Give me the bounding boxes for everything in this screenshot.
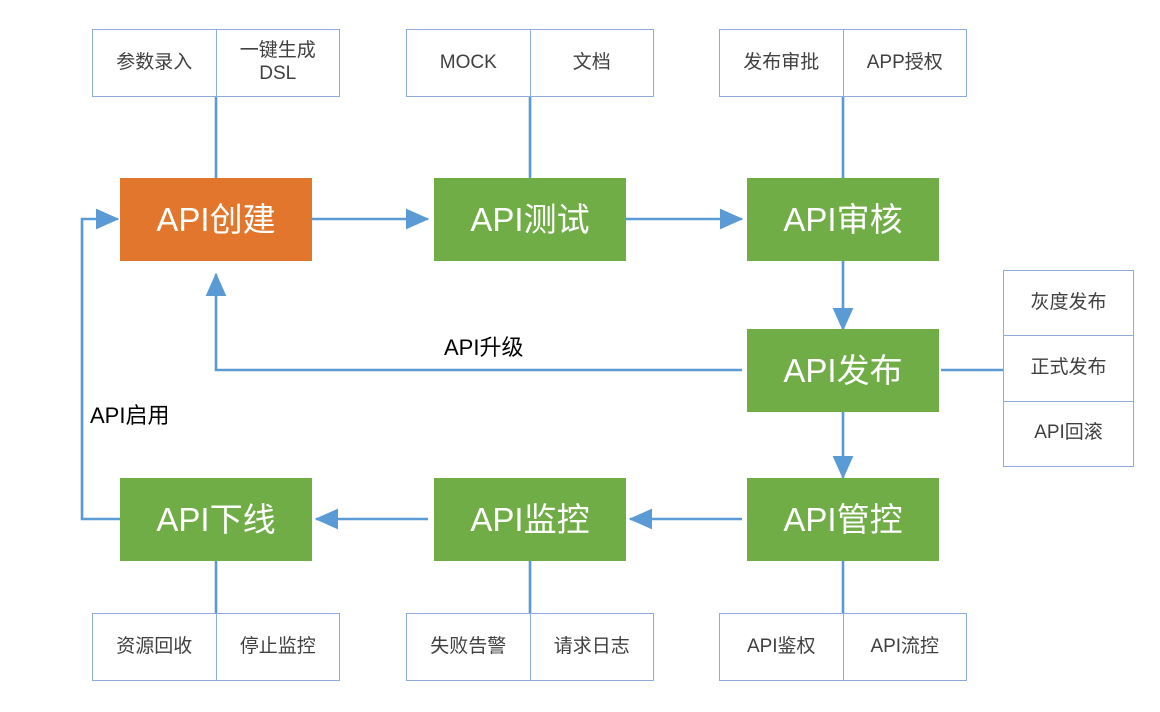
attr-cell[interactable]: APP授权	[842, 30, 967, 96]
attr-cell[interactable]: 参数录入	[116, 51, 193, 73]
attr-cell[interactable]: API流控	[842, 614, 967, 680]
attrgroup-create-top: 参数录入 一键生成 DSL	[92, 29, 340, 97]
edge-label-api-upgrade: API升级	[444, 335, 524, 360]
attr-cell[interactable]: 请求日志	[529, 614, 654, 680]
stage-api-test[interactable]: API测试	[434, 178, 626, 261]
stage-label: API管控	[783, 501, 903, 538]
attrgroup-publish-right: 灰度发布 正式发布 API回滚	[1003, 270, 1134, 467]
attr-cell[interactable]: 失败告警	[430, 635, 507, 657]
attr-cell[interactable]: API回滚	[1004, 400, 1133, 466]
attr-cell[interactable]: 发布审批	[743, 51, 820, 73]
stage-api-govern[interactable]: API管控	[747, 478, 939, 561]
attrgroup-test-top: MOCK 文档	[406, 29, 654, 97]
stage-api-review[interactable]: API审核	[747, 178, 939, 261]
stage-label: API监控	[470, 501, 590, 538]
stage-label: API测试	[470, 201, 590, 238]
stage-label: API审核	[783, 201, 903, 238]
wire-api-enable	[80, 208, 120, 521]
attr-cell[interactable]: 资源回收	[116, 635, 193, 657]
attrgroup-govern-bottom: API鉴权 API流控	[719, 613, 967, 681]
attr-cell[interactable]: 文档	[529, 30, 654, 96]
attr-cell[interactable]: 正式发布	[1004, 335, 1133, 400]
stage-label: API创建	[156, 201, 276, 238]
attr-cell[interactable]: API鉴权	[746, 635, 816, 657]
attr-cell[interactable]: 停止监控	[215, 614, 340, 680]
edge-label-api-enable: API启用	[90, 403, 170, 428]
stage-label: API发布	[783, 352, 903, 389]
attrgroup-offline-bottom: 资源回收 停止监控	[92, 613, 340, 681]
stage-api-monitor[interactable]: API监控	[434, 478, 626, 561]
attrgroup-review-top: 发布审批 APP授权	[719, 29, 967, 97]
stage-api-offline[interactable]: API下线	[120, 478, 312, 561]
attr-cell[interactable]: 一键生成 DSL	[215, 30, 340, 96]
attrgroup-monitor-bottom: 失败告警 请求日志	[406, 613, 654, 681]
stage-api-publish[interactable]: API发布	[747, 329, 939, 412]
attr-cell[interactable]: 灰度发布	[1030, 291, 1107, 313]
stage-label: API下线	[156, 501, 276, 538]
stage-api-create[interactable]: API创建	[120, 178, 312, 261]
attr-cell[interactable]: MOCK	[439, 51, 497, 73]
